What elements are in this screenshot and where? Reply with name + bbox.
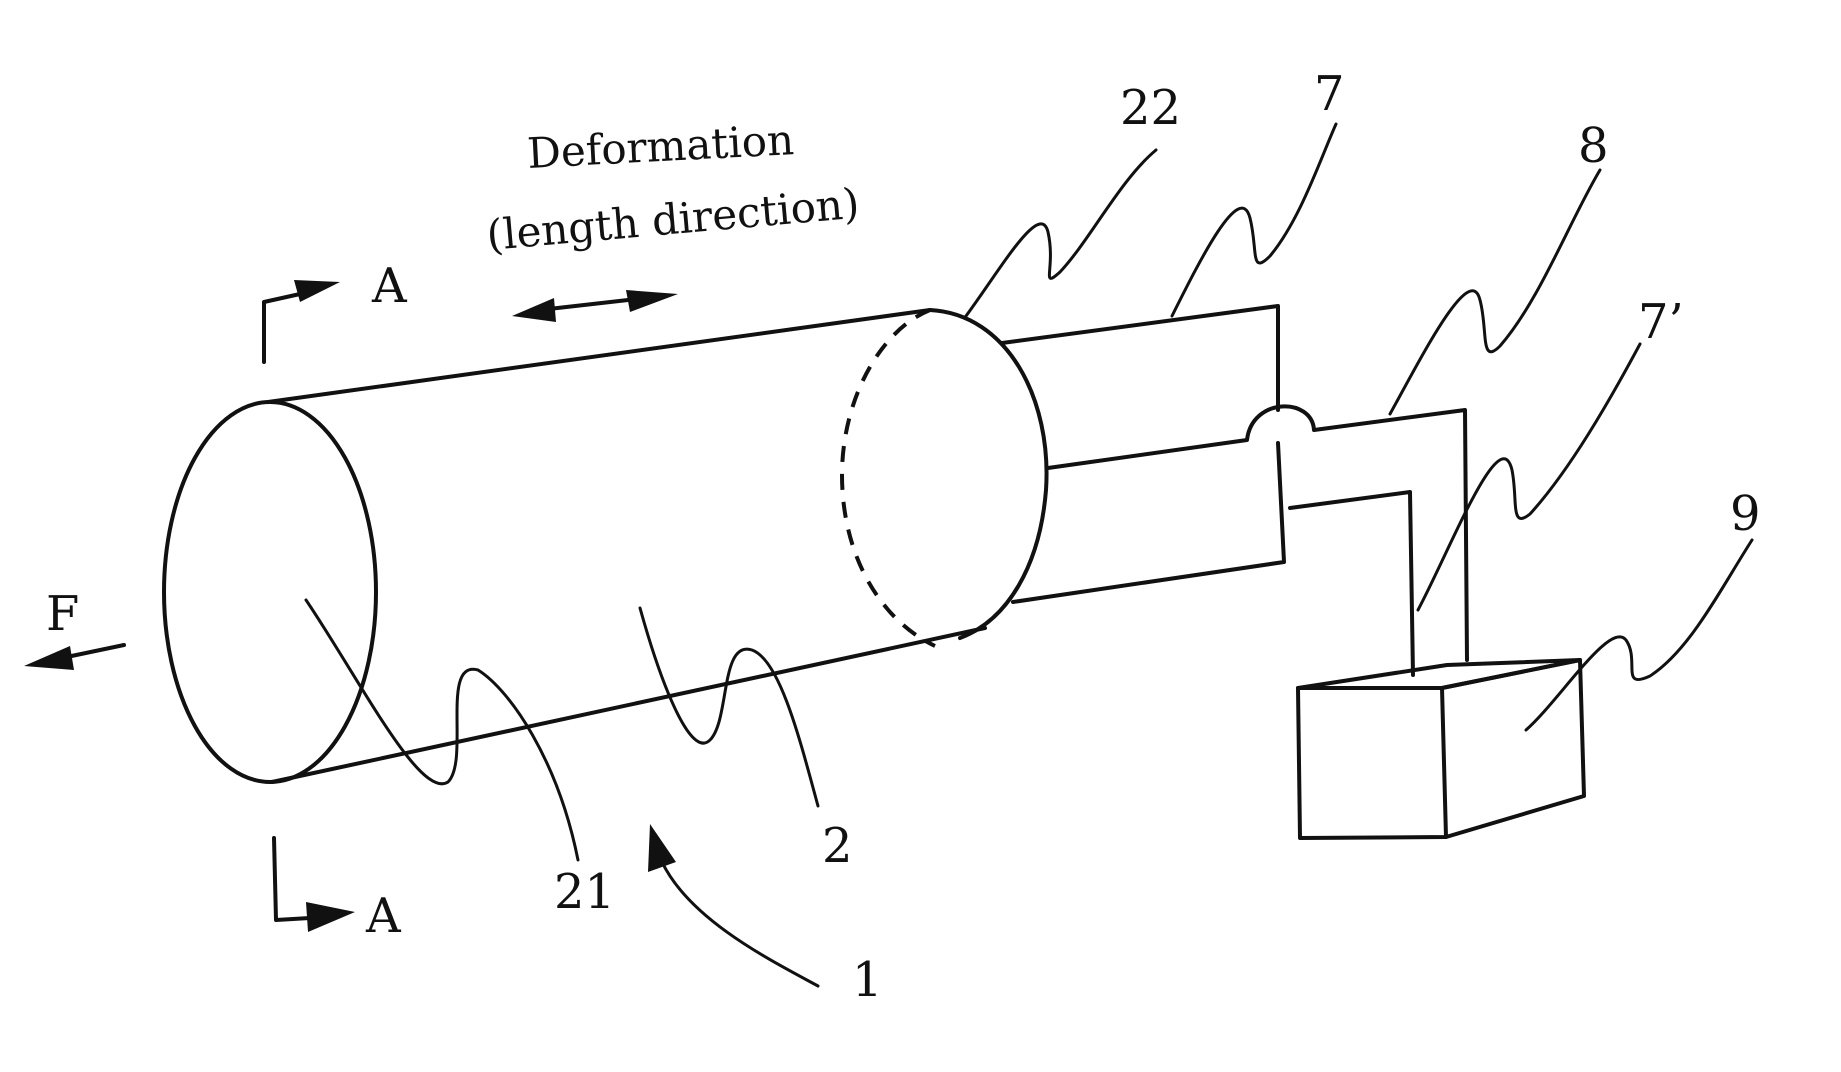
leader-21 — [306, 600, 578, 860]
cylinder-left-end-face — [164, 402, 376, 782]
numeral-7: 7 — [1314, 66, 1345, 122]
cylinder-tube — [164, 310, 1047, 782]
lead-wire-8 — [1048, 406, 1467, 660]
numeral-22: 22 — [1120, 80, 1181, 136]
caption-line-2: (length direction) — [485, 179, 862, 260]
cylinder-right-end-visible — [930, 310, 1047, 638]
numeral-2: 2 — [822, 818, 853, 874]
caption-line-1: Deformation — [526, 115, 795, 178]
section-label-bottom: A — [365, 888, 402, 944]
section-label-top: A — [371, 258, 408, 314]
section-marker-top: A — [264, 258, 408, 362]
meter-box-front — [1298, 688, 1446, 838]
deformation-caption: Deformation (length direction) — [485, 115, 862, 322]
leader-2 — [640, 608, 818, 806]
leader-22 — [966, 150, 1156, 316]
force-label: F — [46, 586, 79, 642]
leader-7 — [1172, 124, 1336, 316]
lead-wire-7-prime — [1290, 492, 1413, 675]
leader-1-arrow — [662, 862, 818, 986]
lead-wires — [1002, 306, 1467, 675]
cylinder-bottom-edge — [272, 628, 985, 782]
meter-box-top — [1298, 660, 1580, 688]
numeral-1: 1 — [852, 952, 883, 1008]
deformation-arrowhead-right-icon — [626, 290, 678, 312]
meter-box-side — [1442, 660, 1584, 837]
leader-8 — [1390, 170, 1600, 414]
leader-7-prime — [1418, 344, 1640, 610]
numeral-8: 8 — [1578, 118, 1609, 174]
section-bracket-top — [264, 294, 300, 362]
section-marker-bottom: A — [274, 838, 402, 944]
numeral-21: 21 — [554, 864, 615, 920]
section-arrow-top-icon — [294, 280, 340, 302]
deformation-arrowhead-left-icon — [512, 298, 556, 322]
force-arrowhead-icon — [24, 646, 74, 670]
section-arrow-bottom-icon — [306, 902, 355, 932]
numeral-7-prime: 7’ — [1638, 294, 1684, 350]
leader-1-arrowhead-icon — [648, 824, 676, 872]
cylinder-right-end-hidden — [842, 310, 935, 646]
lead-wire-7 — [1002, 306, 1278, 410]
force-indicator: F — [24, 586, 124, 670]
numeral-9: 9 — [1730, 486, 1761, 542]
meter-box — [1298, 660, 1584, 838]
section-bracket-bottom — [274, 838, 310, 920]
leader-9 — [1526, 540, 1752, 730]
cylinder-top-edge — [268, 310, 930, 402]
